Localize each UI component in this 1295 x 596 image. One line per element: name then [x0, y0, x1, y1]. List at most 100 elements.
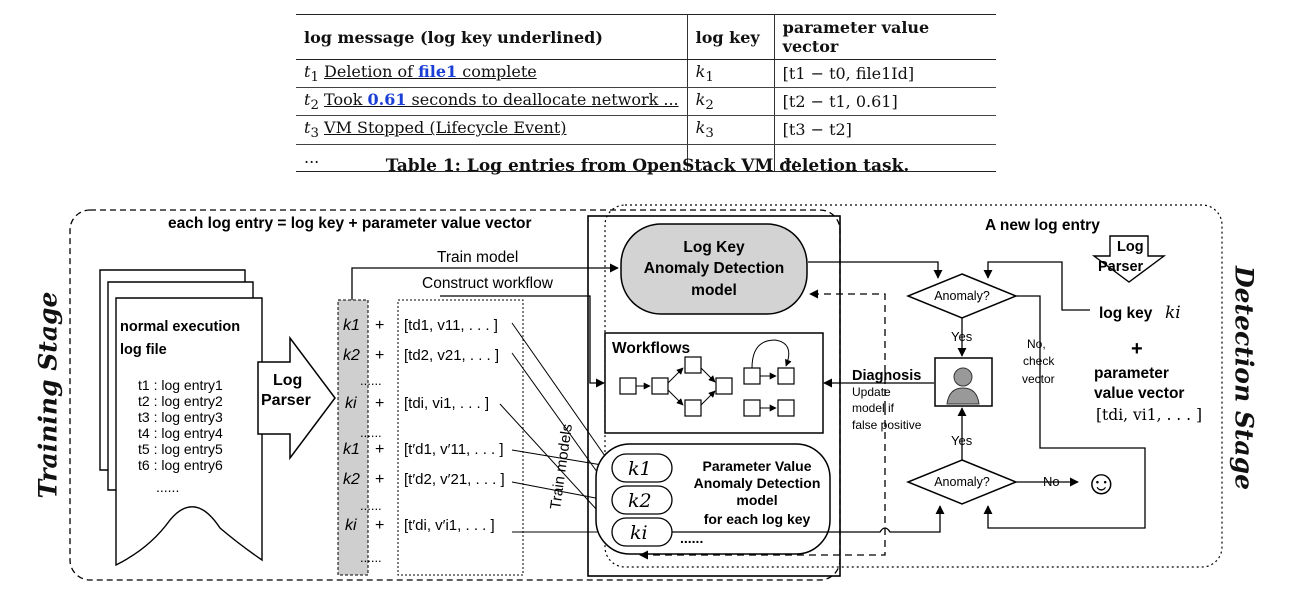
pv-model-label-2: Anomaly Detection	[694, 475, 821, 491]
plus-big: +	[1131, 338, 1143, 360]
log-key-cell: ...	[687, 144, 775, 172]
log-entry: t3 : log entry3	[138, 409, 223, 425]
log-entry: t1 : log entry1	[138, 377, 223, 393]
dots-separator: ......	[360, 498, 382, 513]
pv-model-label-1: Parameter Value	[703, 458, 812, 474]
detection-stage-label: Detection Stage	[1229, 265, 1259, 491]
parameter-vector-cell: [t3 − t2]	[774, 115, 996, 145]
vector-label: [td2, v21, . . . ]	[404, 347, 499, 364]
vector-label: [td1, v11, . . . ]	[404, 317, 498, 334]
construct-workflow-arrow	[440, 295, 605, 388]
diagram-header: each log entry = log key + parameter val…	[168, 215, 532, 232]
dots-separator: ......	[360, 373, 382, 388]
yes-label: Yes	[951, 329, 973, 344]
table-row: t1 Deletion of file1 complete k1 [t1 − t…	[296, 59, 996, 89]
vector-label: [tdi, vi1, . . . ]	[404, 395, 489, 412]
yes-label: Yes	[951, 433, 973, 448]
log-key-model-label-2: Anomaly Detection	[644, 260, 784, 277]
pv-model-label-3: model	[736, 492, 777, 508]
log-key-model-label-1: Log Key	[683, 239, 745, 256]
plus-sign: +	[375, 517, 384, 534]
diagnosis-label: Diagnosis	[852, 368, 921, 384]
parameter-vector-cell: [t1 − t0, file1Id]	[774, 59, 996, 89]
train-models-label: Train models	[547, 423, 576, 511]
log-key-cell: k2	[687, 87, 775, 117]
log-message-cell: t3 VM Stopped (Lifecycle Event)	[296, 115, 688, 145]
train-model-arrow	[351, 263, 619, 300]
log-key-model	[620, 223, 808, 315]
plus-sign: +	[375, 395, 384, 412]
log-entry: t4 : log entry4	[138, 425, 223, 441]
vector-label: [t′di, v′i1, . . . ]	[404, 517, 495, 534]
log-parser-label-1: Log	[273, 372, 302, 389]
no-check-label-1: No,	[1027, 337, 1046, 351]
dots-separator: ......	[360, 550, 382, 565]
log-key-column	[337, 299, 369, 576]
parameter-vector-math: [tdi, vi1, . . . ]	[1096, 406, 1202, 424]
pv-key-box-1	[611, 453, 673, 483]
detection-parser-label-1: Log	[1117, 239, 1144, 255]
key-label: k1	[343, 441, 360, 458]
plus-sign: +	[375, 347, 384, 364]
key-label: ki	[345, 395, 357, 412]
log-entries-table: log message (log key underlined) log key…	[296, 14, 996, 172]
log-entry: t6 : log entry6	[138, 457, 223, 473]
parameter-vector-label-1: parameter	[1094, 365, 1169, 382]
ki-symbol: ki	[1165, 303, 1181, 323]
header-log-message: log message (log key underlined)	[296, 14, 688, 60]
normal-log-label-2: log file	[120, 342, 167, 358]
user-body-icon	[946, 387, 980, 405]
log-key-model-label-3: model	[691, 282, 737, 299]
table-row: t3 VM Stopped (Lifecycle Event) k3 [t3 −…	[296, 115, 996, 145]
log-key-cell: k3	[687, 115, 775, 145]
table-row: t2 Took 0.61 seconds to deallocate netwo…	[296, 87, 996, 117]
train-model-label: Train model	[437, 249, 518, 266]
pv-key-label: k1	[628, 458, 652, 480]
normal-log-file	[99, 269, 263, 567]
detection-parser-label-2: Parser	[1098, 259, 1144, 275]
parameter-anomaly-decision	[906, 459, 1018, 505]
no-check-label-2: check	[1023, 354, 1055, 368]
workflow-edges	[636, 339, 792, 412]
log-key-label: log key	[1099, 305, 1153, 322]
key-label: k2	[343, 347, 360, 364]
update-label-3: false positive	[852, 418, 922, 432]
key-label: k2	[343, 471, 360, 488]
no-check-label-3: vector	[1022, 372, 1055, 386]
log-key-cell: k1	[687, 59, 775, 89]
log-message-cell: t2 Took 0.61 seconds to deallocate netwo…	[296, 87, 688, 117]
header-log-key: log key	[687, 14, 775, 60]
no-label: No	[1043, 474, 1060, 489]
vector-label: [t′d2, v′21, . . . ]	[404, 471, 505, 488]
construct-workflow-label: Construct workflow	[422, 275, 554, 292]
pv-model-label-4: for each log key	[704, 511, 811, 527]
key-label: ki	[345, 517, 357, 534]
user-icon	[953, 367, 973, 387]
models-frame	[587, 215, 841, 577]
smiley-icon: ☺	[1084, 464, 1119, 502]
pv-key-box-2	[611, 485, 673, 515]
log-message-cell: t1 Deletion of file1 complete	[296, 59, 688, 89]
log-parser-arrow	[257, 335, 336, 461]
log-entries-more: ......	[156, 479, 179, 495]
detection-log-parser-arrow	[1091, 235, 1167, 283]
log-entry: t2 : log entry2	[138, 393, 223, 409]
anomaly-question: Anomaly?	[934, 289, 990, 303]
header-parameter-vector: parameter value vector	[774, 14, 996, 60]
update-label-2: model if	[852, 401, 895, 415]
vector-label: [t′d1, v′11, . . . ]	[404, 441, 504, 458]
dots-separator: ......	[360, 425, 382, 440]
table-row: ... ... ...	[296, 144, 996, 172]
table-header-row: log message (log key underlined) log key…	[296, 14, 996, 60]
normal-log-label-1: normal execution	[120, 319, 240, 335]
workflows-label: Workflows	[612, 340, 690, 357]
pv-key-label: ki	[630, 522, 648, 544]
plus-sign: +	[375, 441, 384, 458]
plus-sign: +	[375, 317, 384, 334]
update-label-1: Update	[852, 385, 891, 399]
log-parser-label-2: Parser	[261, 392, 311, 409]
workflow-graph	[619, 356, 795, 417]
table-caption: Table 1: Log entries from OpenStack VM d…	[385, 156, 910, 176]
parameter-vector-label-2: value vector	[1094, 385, 1184, 402]
